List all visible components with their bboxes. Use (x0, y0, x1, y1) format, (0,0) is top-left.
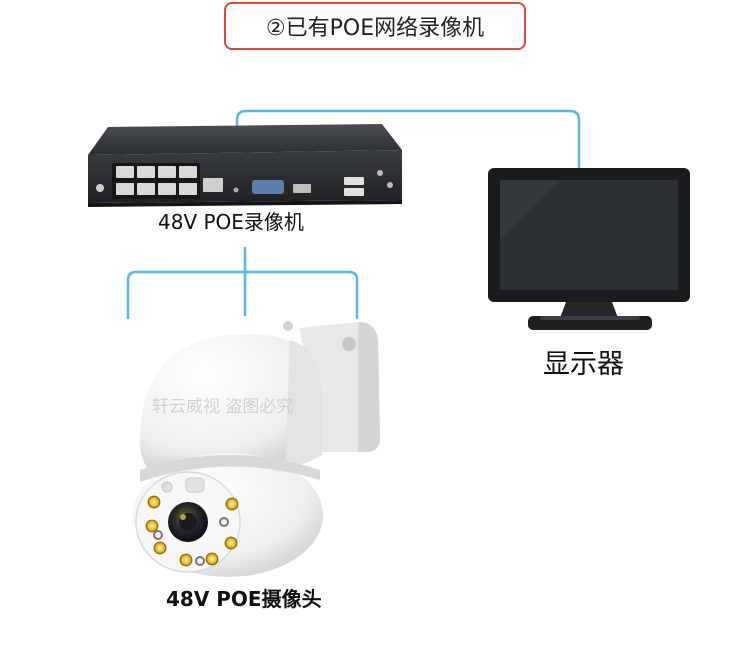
monitor-label: 显示器 (543, 349, 624, 380)
hdmi-port (293, 184, 311, 193)
camera-device: 轩云威视 盗图必究 (133, 321, 380, 577)
nvr-monitor-cable (235, 109, 581, 172)
usb-port-1 (344, 177, 364, 185)
title-box: ②已有POE网络录像机 (224, 2, 526, 50)
vga-port (252, 180, 284, 194)
ir-leds (153, 517, 229, 566)
camera-branch-cable (126, 270, 359, 320)
nvr-label: 48V POE录像机 (158, 210, 304, 234)
camera-label: 48V POE摄像头 (166, 587, 322, 611)
cables (126, 109, 581, 320)
power-port (96, 184, 104, 192)
usb-port-2 (344, 188, 364, 196)
title-text: ②已有POE网络录像机 (265, 16, 485, 41)
nvr-device (88, 124, 402, 207)
wan-port (203, 178, 223, 192)
watermark-text: 轩云威视 盗图必究 (152, 397, 293, 417)
monitor-device (488, 168, 690, 330)
white-light-leds (145, 495, 239, 567)
